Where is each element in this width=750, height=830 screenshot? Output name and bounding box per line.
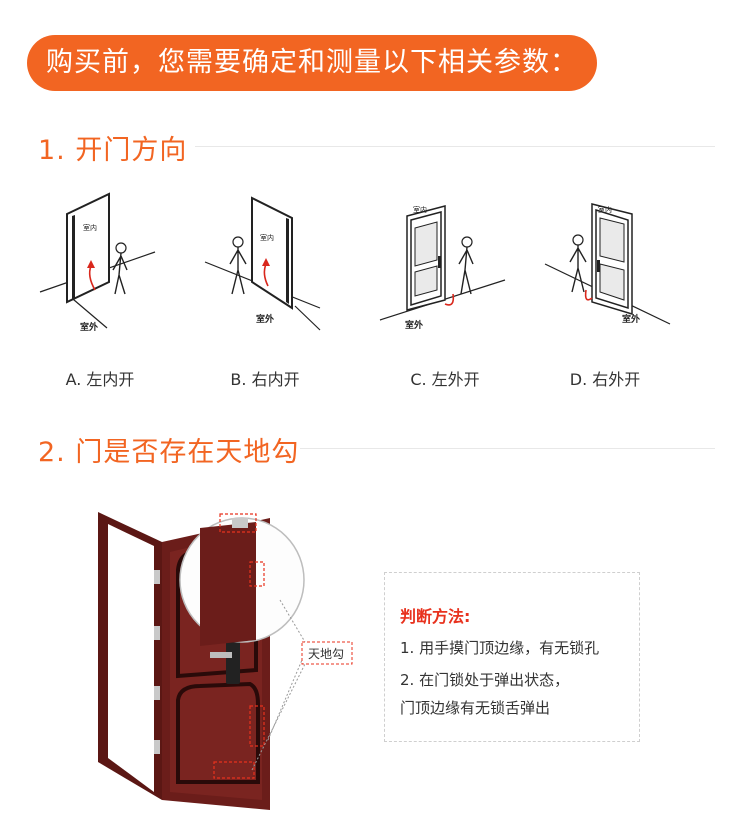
svg-text:室外: 室外 <box>622 313 640 325</box>
judge-step-2-cont: 门顶边缘有无锁舌弹出 <box>400 699 551 717</box>
header-banner: 购买前，您需要确定和测量以下相关参数： <box>27 35 597 91</box>
door-diagram-left-outward: 室内 室外 <box>379 205 506 331</box>
svg-text:室内: 室内 <box>598 205 612 214</box>
door-diagram-left-inward: 室内 室外 <box>39 192 156 333</box>
judge-step-1: 1. 用手摸门顶边缘，有无锁孔 <box>400 639 600 657</box>
option-right-inward-label: B. 右内开 <box>230 370 300 389</box>
judge-step-2: 2. 在门锁处于弹出状态， <box>400 671 570 689</box>
section-title-door-direction: 1. 开门方向 <box>38 135 188 166</box>
section-divider <box>300 448 715 449</box>
option-right-outward-label: D. 右外开 <box>569 370 641 389</box>
option-left-outward-label: C. 左外开 <box>410 370 480 389</box>
svg-text:室内: 室内 <box>413 205 427 214</box>
svg-text:室外: 室外 <box>405 319 423 331</box>
svg-text:室外: 室外 <box>80 321 98 333</box>
door-photo-illustration: 天地勾 <box>98 512 353 810</box>
section-divider <box>195 146 715 147</box>
judge-method-title: 判断方法: <box>400 607 471 626</box>
option-left-inward-label: A. 左内开 <box>65 370 135 389</box>
svg-text:室内: 室内 <box>260 233 274 242</box>
svg-text:室外: 室外 <box>256 313 274 325</box>
top-bottom-bolt-callout: 天地勾 <box>308 647 344 661</box>
section-title-top-bottom-bolt: 2. 门是否存在天地勾 <box>38 437 300 468</box>
judge-method-box: 判断方法: 1. 用手摸门顶边缘，有无锁孔 2. 在门锁处于弹出状态， 门顶边缘… <box>384 572 640 742</box>
svg-text:室内: 室内 <box>83 223 97 232</box>
door-diagram-right-inward: 室内 室外 <box>204 196 321 331</box>
door-diagram-right-outward: 室内 室外 <box>544 203 671 325</box>
